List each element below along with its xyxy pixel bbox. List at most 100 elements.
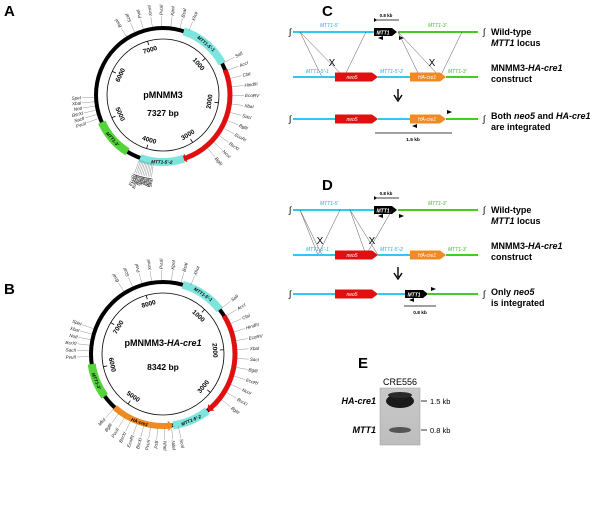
gel-band-2 (389, 427, 411, 433)
restriction-site: PvuII (159, 258, 164, 269)
restriction-site: SalI (234, 50, 244, 58)
site-tick (147, 162, 151, 177)
wt-title-2: MTT1 locus (491, 216, 541, 226)
arrow-down-icon (393, 89, 403, 103)
size-bar-tip (374, 18, 377, 22)
scale-label: 3000 (197, 379, 212, 395)
arrow-down-icon (393, 267, 403, 281)
restriction-site: SacII (66, 347, 77, 352)
restriction-site: NcoI (241, 387, 252, 396)
ct-cre-label: HA-cre1 (418, 75, 437, 81)
restriction-site: BsrXI (135, 437, 143, 450)
site-tick (156, 427, 158, 440)
restriction-site: SpeI (72, 319, 83, 327)
restriction-site: EcoRV (245, 93, 260, 98)
wt-title-gene: MTT1 (491, 38, 515, 48)
wt-locus: ∫ MTT1 MTT1-5' MTT1-3' ∫ 0.8 kb Wild-typ… (288, 191, 541, 226)
restriction-site: ScaI (122, 266, 131, 277)
recombination-diagram-c: ∫ MTT1 MTT1-5' MTT1-3' ∫ 0.8 kb Wild-typ… (288, 13, 591, 143)
wt-title-1: Wild-type (491, 205, 531, 215)
mtt1-5-2-segment (172, 407, 210, 430)
plasmid-size-a: 7327 bp (147, 108, 179, 118)
mtt1-5-2-segment (138, 154, 185, 166)
plasmid-name-b-insert: HA-cre1 (167, 338, 202, 348)
mtt1-5-1-segment-label: MTT1-5'-1 (196, 35, 216, 53)
scale-tick (112, 70, 117, 74)
scale-tick (146, 144, 149, 149)
ct-seg3-label: MTT1-3' (448, 69, 468, 75)
site-tick (188, 21, 193, 32)
scale-label: 1000 (190, 309, 206, 324)
res-title-2: are integrated (491, 122, 551, 132)
restriction-site: PvuII (75, 120, 87, 129)
restriction-site: NheI (136, 175, 144, 186)
svg-text:∫: ∫ (288, 114, 293, 124)
site-tick (151, 163, 154, 178)
site-tick (150, 16, 153, 27)
site-tick (149, 163, 153, 177)
gel-band-1 (386, 394, 414, 408)
site-tick (78, 337, 91, 340)
site-tick (231, 103, 244, 106)
restriction-site: BglII (104, 422, 114, 433)
restriction-site: PvuI (135, 8, 143, 19)
neo5-arrow (335, 72, 378, 82)
recombination-diagram-d: ∫ MTT1 MTT1-5' MTT1-3' ∫ 0.8 kb Wild-typ… (288, 191, 563, 316)
neo5-segment-head (207, 404, 215, 411)
site-tick (77, 343, 90, 346)
site-tick (227, 120, 239, 126)
site-tick (120, 27, 127, 37)
wt-5-label: MTT1-5' (320, 23, 340, 29)
restriction-site: BamHI (131, 174, 140, 190)
ct-title-prefix: MNMM3- (491, 63, 528, 73)
lane-label: CRE556 (383, 377, 417, 387)
crossover-x-2: X (369, 236, 376, 247)
crossover-x-2: X (429, 58, 436, 69)
band1-size: 1.5 kb (430, 397, 450, 406)
site-tick (82, 101, 95, 104)
scale-label: 4000 (141, 135, 157, 146)
mtt1-5-2-segment-label: MTT1-5'-2 (151, 159, 173, 164)
restriction-site: ScaI (179, 439, 186, 450)
res-title-1b: neo5 (514, 111, 536, 121)
site-tick (170, 16, 173, 27)
site-tick (207, 147, 216, 158)
wt-5-label: MTT1-5' (320, 201, 340, 207)
res-title-2: is integrated (491, 298, 545, 308)
restriction-site: EcoRI (245, 377, 259, 386)
site-tick (83, 110, 96, 114)
wt-title-1: Wild-type (491, 27, 531, 37)
scale-label: 1000 (191, 57, 206, 73)
site-tick (229, 75, 242, 79)
restriction-site: XbaI (249, 346, 260, 352)
restriction-site: SbfI (140, 176, 147, 186)
site-tick (230, 384, 242, 390)
restriction-site: ScaI (148, 177, 154, 188)
res-title-1a: Both (491, 111, 514, 121)
ct-seg2-label: MTT1-5'-2 (380, 247, 403, 253)
site-tick (190, 276, 195, 286)
restriction-site: PvuII (159, 4, 164, 15)
site-tick (181, 272, 184, 283)
plasmid-name-b-prefix: pMNMM3- (124, 338, 167, 348)
ct-title-gene: HA-cre1 (528, 241, 563, 251)
site-tick (86, 118, 99, 123)
scale-label: 2000 (206, 94, 215, 110)
site-tick (118, 282, 124, 292)
wt-3-label: MTT1-3' (428, 23, 448, 29)
crossover-x-1: X (317, 236, 324, 247)
restriction-site: PstI (154, 440, 160, 449)
site-tick (149, 270, 152, 281)
site-tick (171, 270, 173, 281)
scale-label: 5000 (113, 106, 125, 122)
site-tick (227, 65, 239, 71)
restriction-site: BglII (146, 177, 153, 188)
neo5-arrow (335, 114, 378, 124)
restriction-site: AccI (235, 302, 247, 312)
res-neo-label: neo5 (346, 117, 357, 123)
plasmid-name-b: pMNMM3-HA-cre1 (124, 338, 201, 348)
svg-text:∫: ∫ (288, 205, 293, 215)
restriction-site: NdeI (130, 173, 138, 184)
site-tick (140, 19, 144, 29)
